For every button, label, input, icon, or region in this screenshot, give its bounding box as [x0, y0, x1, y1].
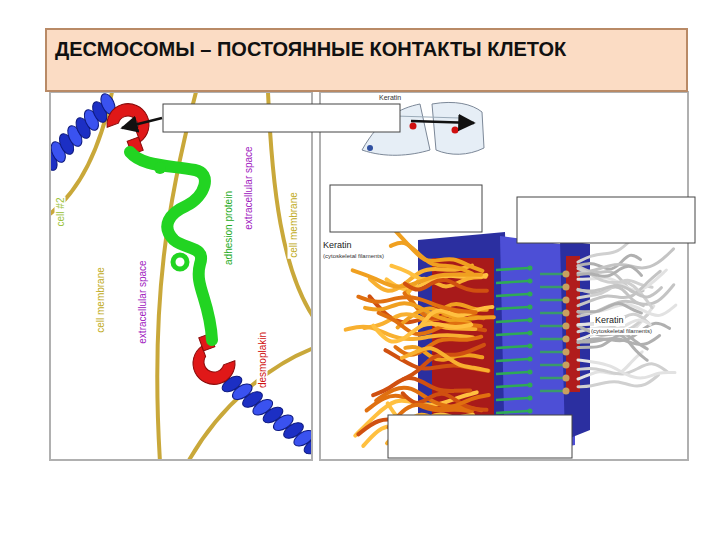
cadherin-pin-end	[528, 292, 533, 297]
keratin-filament	[578, 286, 661, 298]
blank-label-box	[330, 185, 482, 232]
cadherin-pin	[540, 364, 565, 367]
keratin-filament	[578, 305, 676, 316]
right-panel	[320, 92, 688, 460]
plaque-dot	[563, 388, 570, 395]
keratin-filament	[405, 280, 487, 291]
right-art-group	[346, 102, 676, 458]
desmosome-dot	[410, 123, 417, 130]
structure-label: extracellular space	[243, 145, 254, 230]
nucleus-dot	[367, 145, 373, 151]
desmosome-molecular-view	[40, 92, 326, 462]
cadherin-pin	[540, 286, 565, 289]
keratin-filament	[353, 270, 481, 286]
pointer-arrow	[411, 121, 474, 123]
slide-title: ДЕСМОСОМЫ – ПОСТОЯННЫЕ КОНТАКТЫ КЛЕТОК	[55, 36, 615, 62]
cadherin-pin-end	[528, 383, 533, 388]
cadherin-pin	[496, 333, 528, 335]
structure-label: extracellular space	[137, 259, 148, 344]
blank-label-box	[163, 104, 400, 132]
desmosome-structure-view	[346, 102, 676, 458]
keratin-filament	[578, 249, 674, 273]
cadherin-pin-end	[528, 266, 533, 271]
cadherin-pin-end	[528, 357, 533, 362]
cadherin-pin	[496, 372, 528, 374]
cadherin-pin	[540, 312, 565, 315]
cadherin-pin	[496, 346, 528, 348]
cadherin-pin	[540, 299, 565, 302]
pointer-arrow	[122, 118, 162, 128]
cadherin-pin	[540, 377, 565, 380]
plaque-dot	[563, 310, 570, 317]
plaque-dot	[563, 375, 570, 382]
plaque-dot	[563, 297, 570, 304]
cell-name: cell #2	[55, 197, 66, 228]
cadherin-pin	[496, 294, 528, 296]
structure-label: Keratin	[594, 316, 625, 326]
keratin-helix-segment	[302, 435, 311, 457]
cadherin-pin	[496, 359, 528, 361]
cadherin-pin-end	[528, 305, 533, 310]
cadherin-pin	[540, 338, 565, 341]
keratin-filament	[402, 348, 488, 371]
cadherin-pin	[496, 320, 528, 322]
keratin-filament	[391, 243, 472, 274]
cadherin-pin	[496, 385, 528, 387]
structure-label: adhesion protein	[223, 190, 234, 266]
cadherin-pin-end	[528, 279, 533, 284]
keratin-filament	[578, 266, 642, 276]
cadherin-pin	[496, 411, 528, 413]
plaque-dot	[563, 284, 570, 291]
cadherin-pin	[540, 351, 565, 354]
keratin-filament	[373, 324, 471, 342]
cadherin-pin-end	[528, 331, 533, 336]
keratin-filament	[578, 304, 641, 313]
cadherin-pin	[540, 390, 565, 393]
cadherin-pin	[540, 325, 565, 328]
cell-outline	[432, 102, 484, 154]
structure-label: desmoplakin	[257, 331, 268, 389]
title-box: ДЕСМОСОМЫ – ПОСТОЯННЫЕ КОНТАКТЫ КЛЕТОК	[45, 28, 688, 92]
blank-label-box	[517, 197, 695, 243]
cadherin-pin	[496, 268, 528, 270]
plaque-dot	[563, 349, 570, 356]
keratin-filament	[578, 335, 660, 344]
adhesion-protein-loop	[173, 255, 187, 269]
cadherin-pin-end	[528, 396, 533, 401]
plaque-dot	[563, 336, 570, 343]
keratin-filament	[373, 378, 470, 395]
blank-label-boxes	[122, 104, 695, 458]
keratin-sketch-line	[395, 116, 460, 118]
structure-label: (cytoskeletal filaments)	[590, 328, 653, 335]
plaque-dot	[563, 271, 570, 278]
cadherin-pin	[496, 398, 528, 400]
structure-label: Keratin	[378, 94, 402, 102]
keratin-filament	[358, 297, 475, 313]
cadherin-pin-end	[528, 370, 533, 375]
structure-label: cell membrane	[95, 266, 106, 334]
cadherin-pin	[496, 281, 528, 283]
cell-membrane-line	[157, 93, 196, 459]
cell-membrane-line	[188, 348, 311, 459]
adhesion-protein-knob	[154, 162, 166, 174]
structure-label: Keratin	[322, 241, 353, 251]
plaque-dot	[563, 323, 570, 330]
desmosome-dot	[452, 127, 459, 134]
structure-label: (cytoskeletal filaments)	[322, 253, 385, 260]
blank-label-box	[388, 415, 572, 458]
keratin-filament	[578, 360, 675, 378]
left-art-group	[51, 93, 311, 459]
cadherin-pin-end	[528, 318, 533, 323]
cadherin-pin	[496, 307, 528, 309]
plaque-dot	[563, 362, 570, 369]
cadherin-pin	[540, 273, 565, 276]
cadherin-pin-end	[528, 409, 533, 414]
cadherin-pin-end	[528, 344, 533, 349]
structure-label: cell membrane	[288, 191, 299, 259]
